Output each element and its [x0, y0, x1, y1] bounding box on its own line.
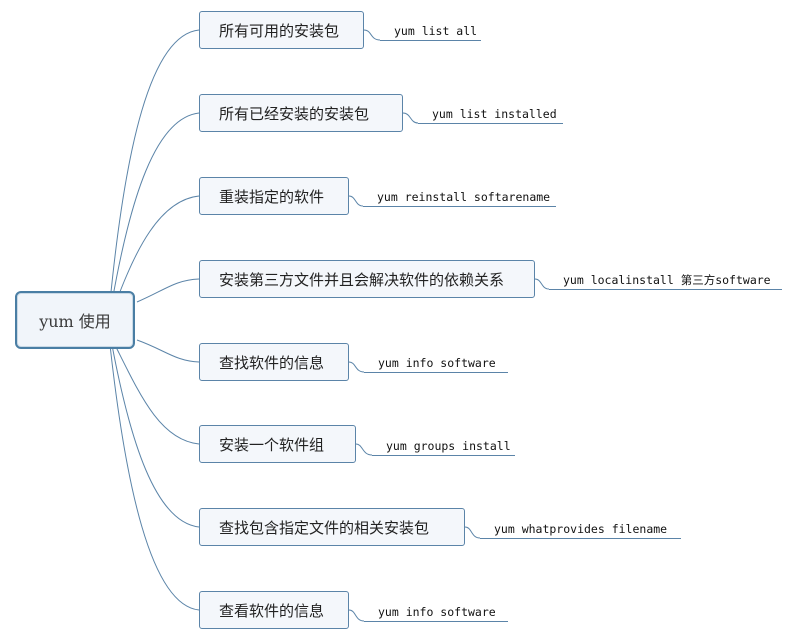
- cmd-connector-6: [464, 526, 481, 539]
- command-node[interactable]: yum info software: [364, 604, 508, 622]
- root-node[interactable]: yum 使用: [15, 291, 135, 349]
- branch-node[interactable]: 所有已经安装的安装包: [199, 94, 403, 132]
- connector-1: [111, 112, 200, 303]
- command-node[interactable]: yum reinstall softarename: [363, 189, 556, 207]
- branch-node[interactable]: 所有可用的安装包: [199, 11, 364, 49]
- cmd-connector-5: [355, 443, 373, 456]
- branch-node[interactable]: 安装第三方文件并且会解决软件的依赖关系: [199, 260, 535, 298]
- connector-4: [136, 339, 200, 363]
- command-node[interactable]: yum localinstall 第三方software: [549, 272, 782, 290]
- command-node[interactable]: yum list installed: [418, 106, 563, 124]
- command-label: yum whatprovides filename: [494, 522, 668, 536]
- connector-5: [114, 344, 200, 445]
- connector-7: [109, 344, 200, 611]
- branch-label: 所有可用的安装包: [219, 21, 340, 40]
- branch-label: 安装一个软件组: [219, 435, 325, 454]
- root-label: yum 使用: [39, 312, 111, 331]
- cmd-connector-3: [534, 278, 550, 290]
- connector-3: [136, 278, 200, 303]
- connector-2: [114, 195, 200, 306]
- command-label: yum list installed: [432, 107, 557, 121]
- command-label: yum info software: [378, 605, 496, 619]
- cmd-connector-0: [363, 29, 381, 41]
- branch-node[interactable]: 查找软件的信息: [199, 343, 349, 381]
- cmd-connector-4: [348, 361, 365, 373]
- branch-label: 查找包含指定文件的相关安装包: [219, 518, 430, 537]
- cmd-connector-7: [348, 609, 365, 622]
- command-label: yum list all: [394, 24, 478, 38]
- command-node[interactable]: yum whatprovides filename: [480, 521, 681, 539]
- cmd-connector-2: [348, 195, 364, 207]
- branch-node[interactable]: 重装指定的软件: [199, 177, 349, 215]
- cmd-connector-1: [402, 112, 419, 124]
- branch-label: 查看软件的信息: [219, 601, 325, 620]
- command-node[interactable]: yum list all: [380, 23, 481, 41]
- branch-node[interactable]: 查找包含指定文件的相关安装包: [199, 508, 465, 546]
- branch-label: 查找软件的信息: [219, 353, 325, 372]
- command-label: yum info software: [378, 356, 496, 370]
- branch-label: 所有已经安装的安装包: [219, 104, 370, 123]
- branch-node[interactable]: 查看软件的信息: [199, 591, 349, 629]
- command-node[interactable]: yum info software: [364, 355, 508, 373]
- connector-0: [109, 29, 200, 303]
- branch-node[interactable]: 安装一个软件组: [199, 425, 356, 463]
- branch-label: 重装指定的软件: [219, 187, 325, 206]
- command-label: yum groups install: [386, 439, 511, 453]
- command-label: yum reinstall softarename: [377, 190, 551, 204]
- branch-label: 安装第三方文件并且会解决软件的依赖关系: [219, 270, 505, 289]
- connector-6: [111, 344, 200, 528]
- command-node[interactable]: yum groups install: [372, 438, 515, 456]
- command-label: yum localinstall 第三方software: [563, 273, 771, 287]
